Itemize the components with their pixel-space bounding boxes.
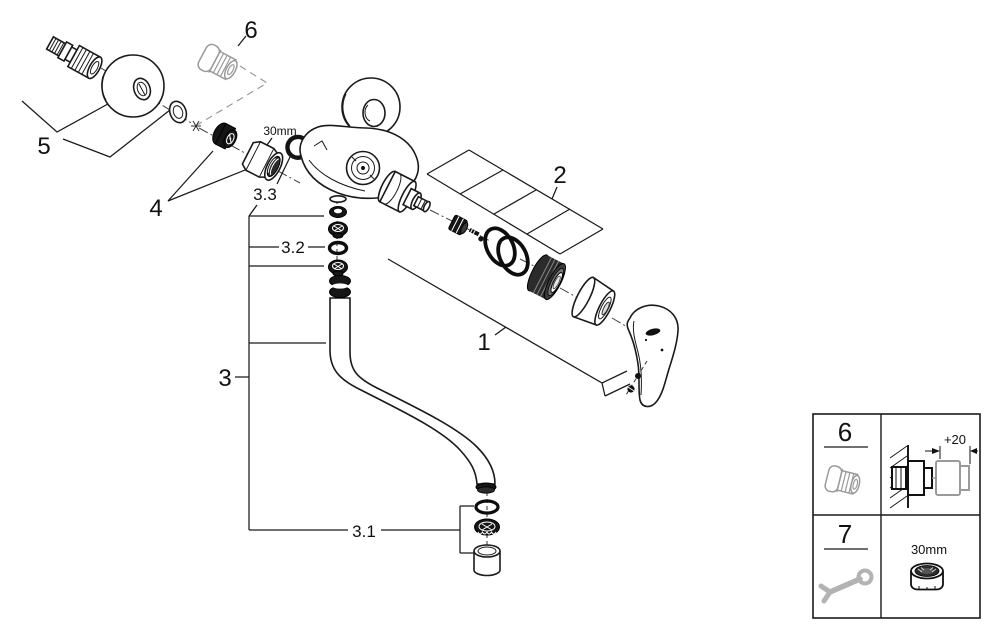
aerator-shell [473, 544, 501, 577]
lever-handle [626, 304, 679, 408]
cartridge [377, 170, 431, 213]
label-part-5: 5 [37, 133, 50, 160]
escutcheon [101, 54, 165, 118]
label-part-2: 2 [553, 162, 566, 189]
extension-piece-icon [824, 465, 861, 495]
label-part-3: 3 [218, 365, 231, 392]
legend-nut-size: 30mm [911, 542, 947, 557]
stem-adapter [448, 214, 469, 236]
spout [329, 275, 497, 494]
dimension-20: +20 [925, 432, 978, 464]
legend-cell-nut: 30mm [910, 542, 947, 591]
label-nut-size: 30mm [263, 124, 296, 138]
legend-ref-7: 7 [838, 519, 852, 549]
washer [168, 100, 188, 124]
leader-lines [21, 35, 631, 554]
label-part-6: 6 [244, 17, 257, 44]
label-part-3-3: 3.3 [253, 185, 277, 204]
s-union [45, 35, 103, 80]
legend-table: 6 [812, 413, 981, 619]
extension-added-icon [935, 460, 970, 496]
small-screw [468, 228, 484, 242]
bracket-part-4 [167, 150, 261, 202]
bracket-part-5 [21, 98, 171, 158]
label-part-3-2: 3.2 [281, 238, 305, 257]
bracket-part-3-1 [459, 505, 477, 554]
filter-gasket [212, 122, 238, 150]
label-part-4: 4 [149, 195, 162, 222]
labels: 1 2 3 3.1 3.2 3.3 4 5 6 30mm [37, 17, 566, 541]
check-valve-upper [328, 221, 348, 239]
union-in-wall-icon [891, 460, 933, 496]
legend-cell-ref-7: 7 [818, 519, 874, 604]
junction-mark [191, 120, 201, 132]
lever-screws [625, 360, 648, 396]
leader-part-3-3 [276, 154, 292, 185]
union-nut [241, 140, 284, 181]
wrench-icon [818, 568, 874, 604]
o-ring-pair [483, 226, 530, 277]
legend-cell-ref-6: 6 [824, 417, 868, 495]
leader-part-6 [191, 35, 269, 132]
aerator-insert [474, 518, 500, 536]
legend-ref-6: 6 [838, 417, 852, 447]
o-ring-3-2 [327, 240, 349, 256]
nut-icon [910, 562, 944, 591]
aerator-o-ring [474, 499, 500, 515]
cap-sleeve [571, 276, 616, 326]
bracket-part-2 [426, 149, 604, 255]
extension-piece [197, 43, 238, 81]
legend-cell-installation: +20 [889, 432, 978, 509]
cartridge-ring [526, 254, 566, 301]
label-part-1: 1 [477, 329, 490, 356]
check-valve-lower [328, 259, 348, 277]
seal-washer [329, 206, 347, 218]
bracket-part-3 [235, 204, 460, 531]
spout-o-rings [329, 275, 351, 298]
bracket-part-1 [387, 258, 631, 397]
legend-dimension: +20 [944, 432, 966, 447]
label-part-3-1: 3.1 [352, 522, 376, 541]
